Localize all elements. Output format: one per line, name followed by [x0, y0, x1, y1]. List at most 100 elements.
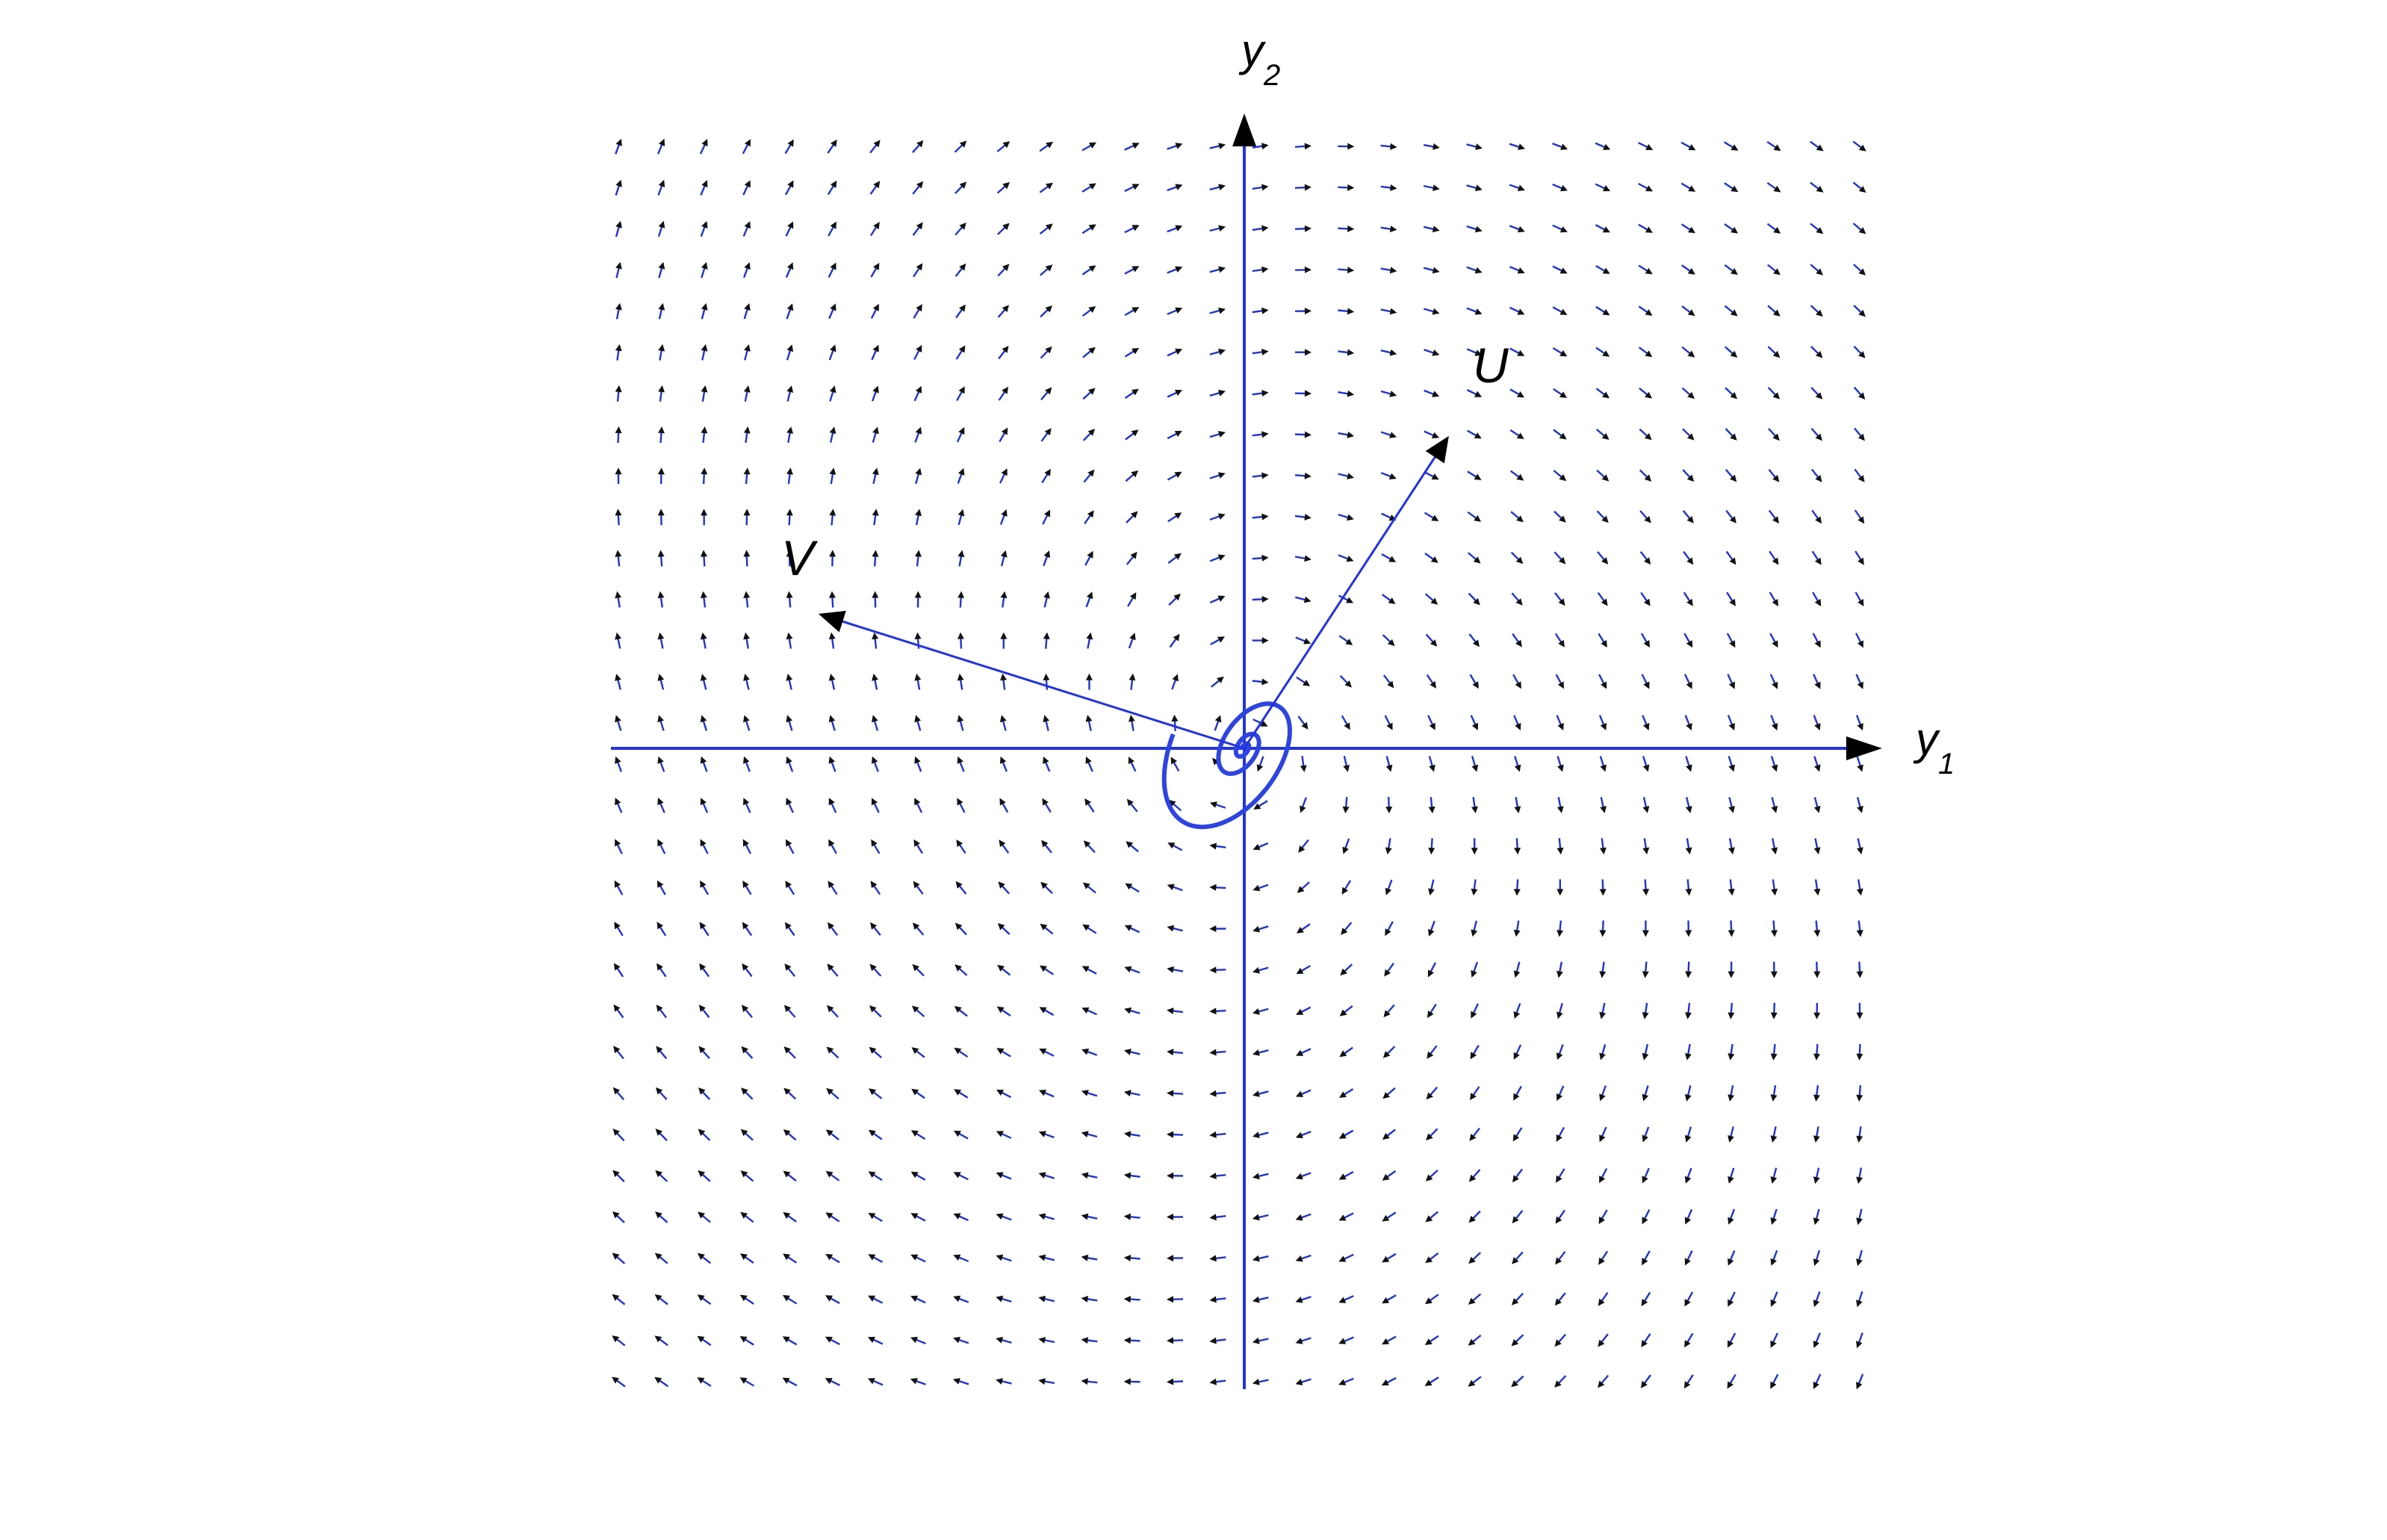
field-arrow — [1297, 881, 1310, 893]
field-arrow — [1724, 223, 1739, 234]
field-arrow-head — [1132, 143, 1140, 149]
field-arrow-head — [701, 180, 708, 187]
field-arrow-head — [1729, 598, 1736, 606]
field-arrow-head — [1123, 1172, 1132, 1179]
field-arrow — [829, 426, 836, 443]
field-arrow-head — [1261, 637, 1269, 645]
field-arrow-head — [1295, 1131, 1303, 1139]
field-arrow — [1038, 1295, 1055, 1303]
field-arrow-head — [1599, 1134, 1606, 1143]
field-arrow — [955, 223, 966, 236]
field-arrow — [1384, 963, 1394, 977]
field-arrow-head — [1772, 392, 1781, 400]
field-arrow-head — [1730, 350, 1738, 358]
field-arrow — [615, 632, 621, 649]
field-arrow-head — [784, 963, 792, 971]
field-arrow-head — [1517, 308, 1525, 315]
field-arrow-head — [1642, 1134, 1648, 1143]
field-arrow-head — [958, 345, 966, 353]
field-arrow-head — [1857, 847, 1863, 854]
field-arrow-head — [1856, 971, 1863, 978]
field-arrow — [1770, 1002, 1778, 1019]
field-arrow-head — [1087, 550, 1093, 559]
field-arrow — [1770, 715, 1778, 731]
field-arrow — [1252, 390, 1269, 397]
field-arrow-head — [1175, 143, 1183, 149]
field-arrow-head — [1815, 350, 1823, 358]
eigenvector-arrows — [818, 435, 1449, 750]
field-arrow-head — [957, 550, 965, 558]
field-arrow — [1727, 1373, 1736, 1389]
field-arrow — [656, 1046, 668, 1060]
field-arrow-head — [1601, 432, 1610, 440]
field-arrow — [1123, 1172, 1140, 1179]
field-arrow-head — [1815, 516, 1822, 524]
field-arrow — [1469, 1086, 1480, 1101]
field-arrow-head — [1814, 640, 1821, 648]
field-arrow-head — [743, 715, 750, 723]
field-arrow — [1640, 1374, 1651, 1388]
field-arrow — [1553, 429, 1567, 440]
field-arrow — [826, 1087, 839, 1100]
field-arrow-head — [872, 673, 878, 681]
field-arrow-head — [1128, 757, 1134, 765]
field-arrow-head — [1558, 639, 1565, 648]
field-arrow — [1123, 1213, 1140, 1220]
field-arrow-head — [1167, 884, 1175, 890]
field-arrow — [743, 756, 751, 772]
field-arrow — [911, 1047, 925, 1058]
field-arrow-head — [1512, 1257, 1519, 1264]
field-arrow-head — [1857, 805, 1863, 813]
field-arrow — [1554, 592, 1565, 606]
field-arrow-head — [697, 1335, 705, 1343]
field-arrow-head — [1123, 1255, 1132, 1261]
field-arrow — [1513, 1044, 1522, 1060]
field-arrow-head — [1087, 469, 1095, 477]
field-arrow — [957, 715, 964, 731]
field-arrow — [914, 673, 922, 690]
field-arrow — [1423, 226, 1440, 233]
field-arrow-head — [1174, 471, 1182, 478]
field-arrow-head — [1209, 1378, 1217, 1385]
field-arrow — [1595, 305, 1610, 316]
field-arrow-head — [1218, 307, 1226, 314]
y2-axis-arrowhead — [1232, 114, 1256, 146]
field-arrow-head — [1175, 348, 1183, 355]
field-arrow — [910, 1336, 926, 1345]
field-arrow-head — [953, 1130, 961, 1137]
field-arrow-head — [1261, 307, 1269, 314]
field-arrow — [1770, 1249, 1778, 1266]
field-arrow — [1855, 715, 1863, 731]
field-arrow-head — [1684, 1340, 1691, 1348]
field-arrow — [1813, 1167, 1820, 1185]
field-arrow-head — [612, 1335, 620, 1343]
field-arrow-head — [1253, 1090, 1260, 1097]
field-arrow — [953, 1295, 969, 1303]
field-arrow-head — [740, 1128, 748, 1137]
field-arrow — [1514, 756, 1521, 772]
field-arrow-head — [1217, 513, 1226, 520]
field-arrow-head — [740, 1211, 748, 1219]
field-arrow-head — [1431, 474, 1439, 480]
field-arrow-head — [959, 263, 966, 271]
field-arrow — [1382, 1170, 1397, 1181]
field-arrow-head — [656, 922, 664, 930]
field-arrow — [912, 140, 924, 153]
field-arrow-head — [1260, 720, 1268, 727]
field-arrow — [742, 839, 752, 854]
field-arrow-head — [1474, 432, 1482, 439]
field-arrow-head — [743, 798, 750, 806]
field-arrow — [1685, 838, 1692, 855]
field-arrow — [1209, 1296, 1226, 1303]
field-arrow — [1426, 1087, 1438, 1100]
field-arrow — [1596, 469, 1610, 482]
field-arrow-head — [915, 468, 922, 476]
field-arrow-head — [615, 715, 621, 723]
field-arrow-head — [1643, 681, 1650, 689]
field-arrow — [996, 1337, 1012, 1344]
field-arrow — [1043, 632, 1050, 649]
field-arrow — [1086, 632, 1093, 649]
field-arrow-head — [1642, 1012, 1649, 1019]
field-arrow-head — [1517, 267, 1525, 274]
field-arrow — [1513, 879, 1521, 896]
